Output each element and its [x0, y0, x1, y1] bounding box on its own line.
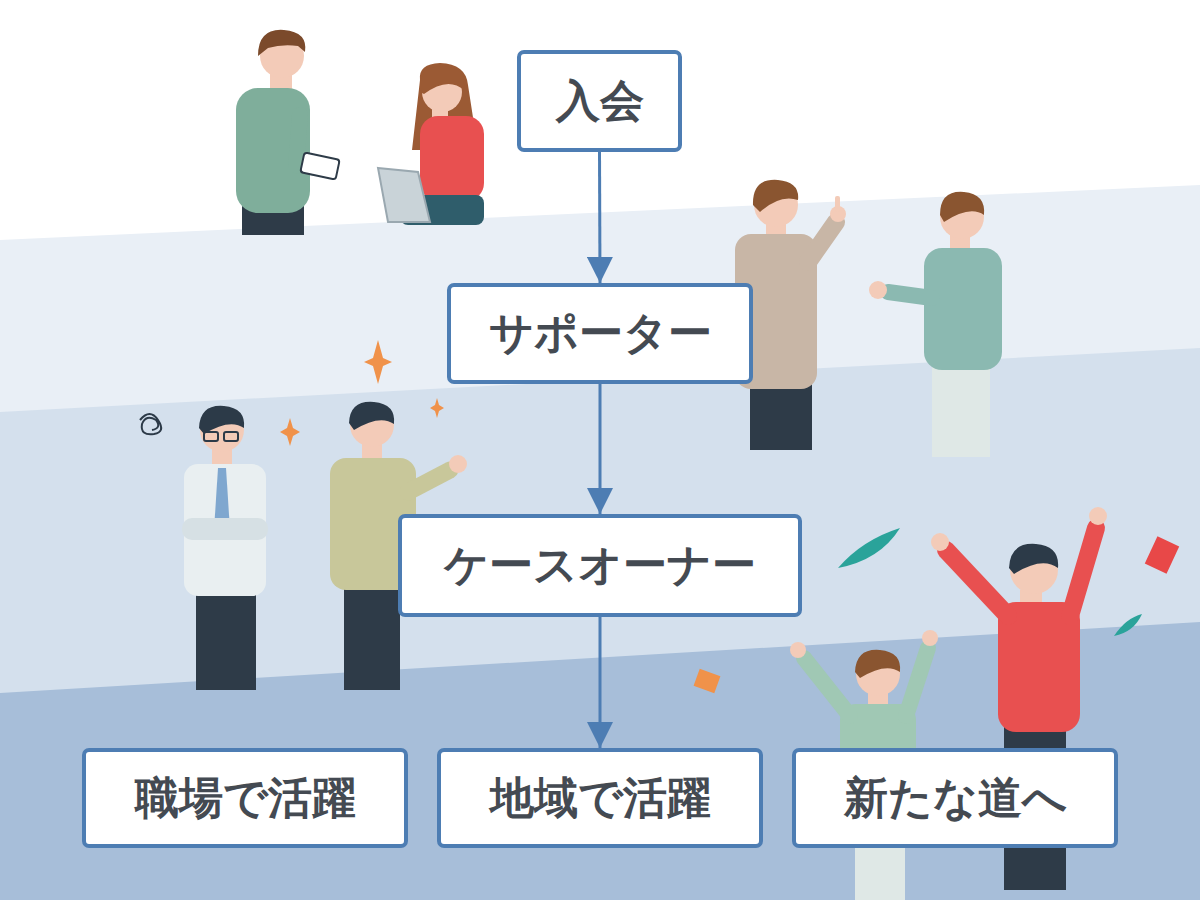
person-cheering-part — [855, 650, 900, 678]
stage-box: サポーター — [447, 283, 753, 384]
person-cheering-red-part — [1009, 544, 1058, 574]
person-laptop-part — [378, 168, 430, 222]
person-laptop — [378, 63, 484, 225]
person-cheering-red-part — [1070, 528, 1096, 616]
person-tablet — [236, 30, 340, 235]
person-cheering-part — [922, 630, 938, 646]
person-pointing-part — [808, 222, 836, 262]
person-pointing-part — [750, 380, 812, 450]
person-glasses-part — [199, 406, 244, 434]
sparkles — [280, 340, 444, 446]
confetti-part — [694, 669, 721, 693]
person-cheering-part — [790, 642, 806, 658]
sparkles-part — [364, 340, 392, 384]
person-gesturing-part — [932, 362, 990, 457]
band-mid — [0, 348, 1200, 900]
sparkles-part — [430, 398, 444, 418]
stage-box: 入会 — [517, 50, 682, 152]
stage-label: 職場で活躍 — [135, 772, 356, 825]
person-cheering-red-part — [1089, 507, 1107, 525]
person-cheering-red-part — [946, 550, 1008, 616]
band-light — [0, 185, 1200, 900]
stage-label: サポーター — [489, 307, 712, 360]
person-glasses-part — [224, 432, 238, 441]
person-laptop-part — [420, 116, 484, 201]
sparkles-part — [280, 418, 300, 446]
confetti-part — [838, 528, 900, 568]
person-tablet-part — [300, 152, 339, 179]
stage-label: 新たな道へ — [844, 772, 1067, 825]
person-cheering-part — [804, 658, 850, 716]
stage-box: 地域で活躍 — [437, 748, 763, 848]
stage-label: ケースオーナー — [444, 539, 756, 592]
flow-arrow — [599, 617, 602, 748]
flow-arrow — [598, 152, 602, 283]
person-gesturing-part — [888, 292, 932, 298]
person-raising-hand-part — [349, 402, 394, 430]
person-glasses-part — [204, 432, 218, 441]
person-raising-hand-part — [449, 455, 467, 473]
person-gesturing-part — [940, 192, 984, 222]
person-pointing-part — [835, 196, 840, 212]
person-gesturing-part — [924, 248, 1002, 370]
flow-arrow — [599, 384, 602, 514]
stage-box: 新たな道へ — [792, 748, 1118, 848]
stage-label: 入会 — [556, 75, 644, 128]
person-gesturing — [869, 192, 1002, 457]
person-cheering-part — [906, 648, 928, 716]
person-glasses-part — [196, 590, 256, 690]
person-tablet-part — [258, 30, 305, 56]
person-laptop-part — [420, 66, 464, 94]
stage-label: 地域で活躍 — [490, 772, 711, 825]
person-glasses-part — [140, 414, 161, 434]
person-raising-hand-part — [408, 470, 450, 492]
person-glasses — [140, 406, 268, 690]
stage-box: 職場で活躍 — [82, 748, 408, 848]
person-pointing-part — [753, 180, 798, 212]
stage-box: ケースオーナー — [398, 514, 802, 617]
person-glasses-part — [182, 518, 268, 540]
person-raising-hand-part — [344, 585, 400, 690]
person-gesturing-part — [869, 281, 887, 299]
confetti-part — [1114, 614, 1142, 636]
person-cheering-red-part — [931, 533, 949, 551]
confetti-part — [1145, 536, 1179, 573]
